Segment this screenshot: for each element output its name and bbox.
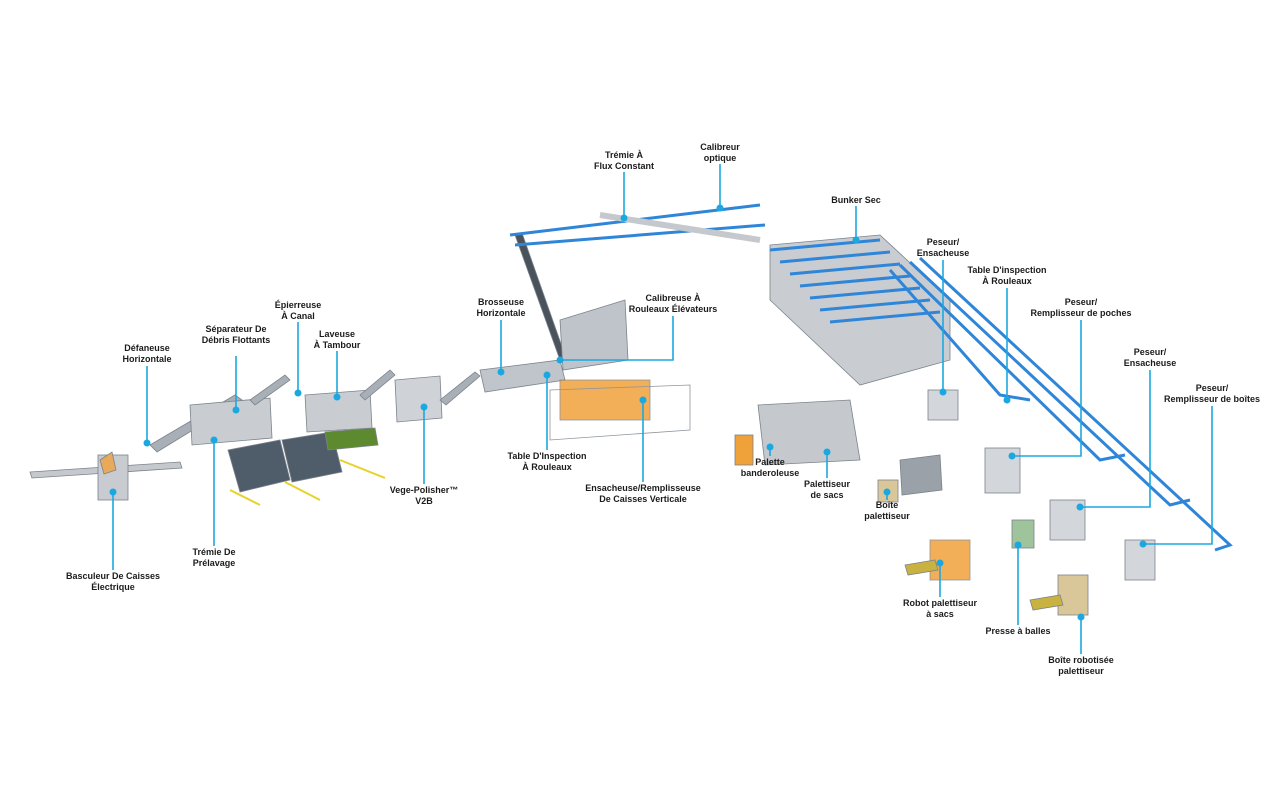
label-line: Calibreuse À	[645, 293, 701, 303]
label-line: Table D'Inspection	[507, 451, 587, 461]
label-line: optique	[703, 153, 737, 163]
label-line: Remplisseur de poches	[1030, 308, 1132, 318]
label-line: À Tambour	[313, 340, 361, 350]
label-line: Débris Flottants	[201, 335, 271, 345]
label-line: Vege-Polisher™	[389, 485, 459, 495]
label-peseur-ensacheuse-2: Peseur/Ensacheuse	[1124, 347, 1177, 369]
machinery	[29, 203, 1233, 616]
callout-dots	[109, 204, 1147, 621]
label-line: Peseur/	[1064, 297, 1098, 307]
label-line: Remplisseur de boîtes	[1163, 394, 1261, 404]
label-line: Peseur/	[1195, 383, 1229, 393]
label-line: Horizontale	[476, 308, 526, 318]
label-line: à sacs	[926, 609, 954, 619]
label-line: V2B	[415, 496, 433, 506]
label-line: Électrique	[91, 582, 135, 592]
label-line: Robot palettiseur	[902, 598, 978, 608]
label-line: Calibreur	[700, 142, 740, 152]
label-line: À Rouleaux	[982, 276, 1032, 286]
label-line: Défaneuse	[124, 343, 170, 353]
label-line: À Canal	[281, 311, 315, 321]
label-peseur-ensacheuse-1: Peseur/Ensacheuse	[917, 237, 970, 259]
label-line: Boîte robotisée	[1048, 655, 1114, 665]
label-line: Flux Constant	[594, 161, 654, 171]
label-line: Table D'inspection	[967, 265, 1047, 275]
label-line: Ensacheuse/Remplisseuse	[585, 483, 701, 493]
label-line: palettiseur	[864, 511, 910, 521]
label-line: Palette	[755, 457, 785, 467]
label-line: Rouleaux Élévateurs	[628, 304, 718, 314]
label-line: Trémie À	[604, 150, 644, 160]
label-bunker: Bunker Sec	[831, 195, 881, 206]
label-line: Trémie De	[192, 547, 236, 557]
label-line: Horizontale	[122, 354, 172, 364]
label-peseur-boites: Peseur/Remplisseur de boîtes	[1164, 383, 1260, 405]
label-line: Bunker Sec	[831, 195, 881, 205]
label-line: Boîte	[875, 500, 899, 510]
label-line: Prélavage	[192, 558, 236, 568]
label-line: Palettiseur	[803, 479, 851, 489]
label-line: Laveuse	[318, 329, 356, 339]
label-line: De Caisses Verticale	[599, 494, 687, 504]
label-line: À Rouleaux	[522, 462, 572, 472]
label-presse-balles: Presse à balles	[985, 626, 1050, 637]
label-line: Presse à balles	[985, 626, 1051, 636]
label-line: Peseur/	[926, 237, 960, 247]
label-line: palettiseur	[1058, 666, 1104, 676]
label-line: Séparateur De	[205, 324, 267, 334]
label-line: Ensacheuse	[1123, 358, 1177, 368]
label-line: Épierreuse	[274, 300, 322, 310]
label-line: Ensacheuse	[916, 248, 970, 258]
callout-lines	[112, 164, 1213, 654]
label-line: Basculeur De Caisses	[65, 571, 161, 581]
label-line: Peseur/	[1133, 347, 1167, 357]
label-line: Brosseuse	[477, 297, 525, 307]
label-peseur-poches: Peseur/Remplisseur de poches	[1030, 297, 1131, 319]
label-line: banderoleuse	[740, 468, 800, 478]
label-line: de sacs	[810, 490, 844, 500]
